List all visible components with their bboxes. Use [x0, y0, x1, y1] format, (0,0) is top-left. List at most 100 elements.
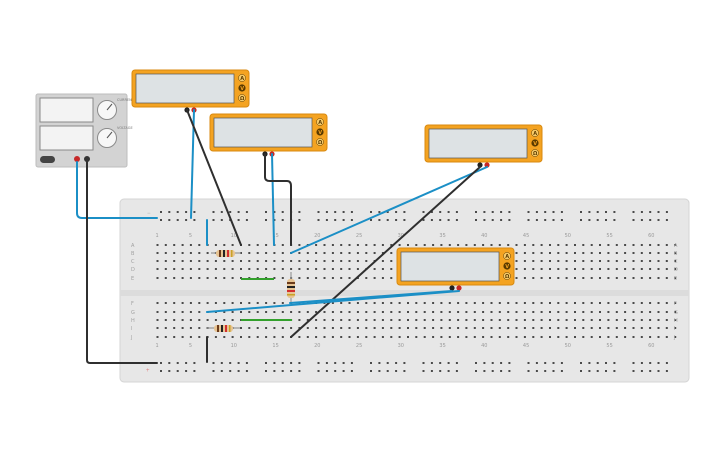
multimeter-1-volts-button[interactable] — [238, 84, 246, 92]
multimeter-3-ohms-button[interactable] — [531, 149, 539, 157]
row-label-left: G — [131, 310, 135, 316]
column-number: 35 — [439, 233, 445, 239]
multimeter-1-ohms-label: Ω — [240, 96, 245, 102]
row-label-left: A — [131, 243, 135, 249]
multimeter-2-amps-button[interactable] — [316, 118, 324, 126]
column-number: 15 — [272, 343, 278, 349]
resistor-r3[interactable] — [207, 325, 240, 332]
column-number: 10 — [231, 233, 237, 239]
column-number: 15 — [272, 233, 278, 239]
resistor-r2[interactable] — [287, 272, 295, 304]
multimeter-3-com-probe[interactable] — [477, 162, 483, 168]
multimeter-1[interactable]: A V Ω — [131, 69, 250, 113]
psu-negative-wire[interactable] — [86, 161, 158, 364]
column-number: 35 — [439, 343, 445, 349]
psu-current-display — [39, 97, 94, 123]
column-number: 1 — [156, 233, 159, 239]
psu-positive-terminal[interactable] — [74, 156, 80, 162]
row-label-right: B — [674, 251, 678, 257]
power-switch[interactable] — [40, 156, 55, 163]
multimeter-1-volts-label: V — [240, 86, 244, 92]
row-label-left: D — [131, 267, 135, 273]
row-label-left: J — [130, 335, 132, 341]
row-label-left: I — [131, 326, 132, 332]
multimeter-4-amps-label: A — [505, 254, 509, 260]
multimeter-4-amps-button[interactable] — [503, 252, 511, 260]
row-label-left: F — [131, 301, 134, 307]
meter3-pos-wire[interactable] — [290, 166, 488, 254]
rail-plus-symbol: + — [146, 368, 150, 374]
psu-knob-label-2: VOLTAGE — [117, 126, 133, 130]
power-supply[interactable]: CURRENT VOLTAGE — [35, 93, 135, 168]
row-label-right: C — [674, 259, 678, 265]
multimeter-4-pos-probe[interactable] — [456, 285, 462, 291]
rail-minus-symbol: − — [147, 211, 151, 217]
column-number: 30 — [398, 233, 404, 239]
multimeter-3-amps-button[interactable] — [531, 129, 539, 137]
row-label-left: B — [131, 251, 135, 257]
multimeter-3-amps-label: A — [533, 131, 537, 137]
column-number: 40 — [481, 343, 487, 349]
column-number: 5 — [189, 233, 192, 239]
multimeter-2-ohms-label: Ω — [318, 140, 323, 146]
multimeter-3-pos-probe[interactable] — [484, 162, 490, 168]
multimeter-2-ohms-button[interactable] — [316, 138, 324, 146]
multimeter-2[interactable]: A V Ω — [209, 113, 328, 157]
psu-voltage-display — [39, 125, 94, 151]
multimeter-1-ohms-button[interactable] — [238, 94, 246, 102]
column-number: 50 — [565, 233, 571, 239]
column-number: 10 — [231, 343, 237, 349]
column-number: 30 — [398, 343, 404, 349]
multimeter-1-amps-label: A — [240, 76, 244, 82]
multimeter-1-amps-button[interactable] — [238, 74, 246, 82]
row-label-right: G — [674, 310, 678, 316]
multimeter-4-screen — [400, 251, 500, 282]
meter4-com-wire[interactable] — [289, 290, 453, 304]
column-number: 20 — [314, 343, 320, 349]
multimeter-3-volts-label: V — [533, 141, 537, 147]
row-label-right: I — [674, 326, 675, 332]
row-label-left: E — [131, 276, 134, 282]
column-number: 25 — [356, 233, 362, 239]
column-number: 1 — [156, 343, 159, 349]
multimeter-4-com-probe[interactable] — [449, 285, 455, 291]
row-label-right: F — [674, 301, 677, 307]
psu-positive-wire[interactable] — [76, 161, 158, 219]
row-label-right: E — [674, 276, 677, 282]
multimeter-2-volts-button[interactable] — [316, 128, 324, 136]
meter1-com-wire[interactable] — [186, 109, 242, 246]
row-label-right: A — [674, 243, 678, 249]
multimeter-4-ohms-button[interactable] — [503, 272, 511, 280]
psu-negative-terminal[interactable] — [84, 156, 90, 162]
multimeter-4-volts-button[interactable] — [503, 262, 511, 270]
column-number: 50 — [565, 343, 571, 349]
column-number: 60 — [648, 343, 654, 349]
multimeter-4-volts-label: V — [505, 264, 509, 270]
resistor-r1[interactable] — [211, 250, 241, 257]
multimeter-3[interactable]: A V Ω — [424, 124, 543, 168]
column-number: 45 — [523, 233, 529, 239]
row-label-left: H — [131, 318, 135, 324]
multimeter-4-ohms-label: Ω — [505, 274, 510, 280]
row-label-right: D — [674, 267, 678, 273]
multimeter-3-screen — [428, 128, 528, 159]
column-number: 45 — [523, 343, 529, 349]
meter2-com-wire[interactable] — [264, 153, 292, 246]
multimeter-3-volts-button[interactable] — [531, 139, 539, 147]
multimeter-2-screen — [213, 117, 313, 148]
column-number: 40 — [481, 233, 487, 239]
column-number: 55 — [606, 343, 612, 349]
meter3-com-wire[interactable] — [290, 166, 481, 338]
meter2-pos-wire[interactable] — [271, 153, 275, 246]
multimeter-4[interactable]: A V Ω — [396, 247, 515, 291]
breadboard-holes — [156, 211, 677, 372]
column-number: 25 — [356, 343, 362, 349]
column-number: 5 — [189, 343, 192, 349]
row-label-right: J — [673, 335, 675, 341]
psu-knob-label-1: CURRENT — [117, 98, 135, 102]
